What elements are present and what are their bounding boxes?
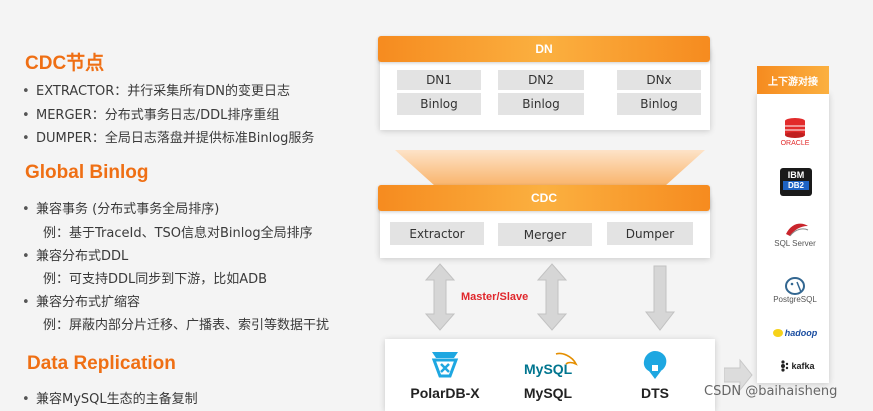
dts-icon	[643, 351, 667, 379]
mysql-logo-icon: MySQL	[524, 352, 578, 377]
double-arrow-icon	[536, 263, 568, 331]
replication-item: •兼容MySQL生态的主备复制	[22, 392, 198, 407]
global-item: •兼容分布式DDL	[22, 249, 129, 264]
double-arrow-icon	[424, 263, 456, 331]
dn-node-binlog: Binlog	[498, 93, 584, 115]
ibm-text: IBM	[787, 170, 805, 180]
cdc-heading: CDC节点	[25, 53, 105, 74]
down-arrow-icon	[644, 265, 676, 331]
dn-node-name: DN1	[397, 70, 481, 90]
cdc-item: •EXTRACTOR：并行采集所有DN的变更日志	[22, 84, 291, 99]
sql-server-icon	[786, 223, 809, 237]
kafka-symbol-icon	[781, 360, 789, 372]
polardb-x-label: PolarDB-X	[410, 385, 480, 401]
mysql-label: MySQL	[523, 385, 573, 401]
flow-funnel	[395, 150, 705, 186]
merger-box: Merger	[498, 223, 592, 246]
cdc-item: •MERGER：分布式事务日志/DDL排序重组	[22, 108, 280, 123]
data-replication-heading: Data Replication	[27, 353, 176, 374]
hadoop-label: hadoop	[784, 328, 818, 338]
dn-node-name: DNx	[617, 70, 701, 90]
flow-arrows	[424, 263, 676, 331]
sql-server-label: SQL Server	[774, 239, 816, 248]
dn-title-bar: DN	[378, 36, 710, 62]
csdn-watermark: CSDN @baihaisheng	[704, 384, 838, 399]
dts-label: DTS	[641, 385, 669, 401]
postgresql-icon	[785, 277, 805, 295]
db2-text: DB2	[783, 181, 809, 190]
global-binlog-heading: Global Binlog	[25, 162, 149, 183]
mysql-logo-text: MySQL	[524, 361, 573, 377]
kafka-label: kafka	[791, 361, 815, 371]
dumper-box: Dumper	[607, 222, 693, 245]
downstream-panel	[757, 93, 829, 383]
dn-node-binlog: Binlog	[397, 93, 481, 115]
oracle-icon	[785, 118, 805, 138]
global-item-example: 例：基于TraceId、TSO信息对Binlog全局排序	[43, 226, 313, 241]
global-item: •兼容事务 (分布式事务全局排序)	[22, 202, 220, 217]
feature-list: CDC节点 •EXTRACTOR：并行采集所有DN的变更日志 •MERGER：分…	[0, 0, 360, 411]
master-slave-label: Master/Slave	[461, 291, 529, 303]
downstream-title: 上下游对接	[757, 66, 829, 94]
global-item-example: 例：屏蔽内部分片迁移、广播表、索引等数据干扰	[43, 318, 330, 333]
right-arrow-icon	[724, 358, 753, 392]
global-item: •兼容分布式扩缩容	[22, 295, 141, 310]
elephant-icon	[772, 329, 783, 337]
kafka-icon: kafka	[772, 359, 822, 373]
oracle-label: ORACLE	[780, 140, 810, 147]
polardb-x-icon	[431, 352, 459, 378]
hadoop-icon: hadoop	[768, 326, 822, 340]
ibm-db2-icon: IBM DB2	[780, 168, 812, 196]
cdc-item: •DUMPER：全局日志落盘并提供标准Binlog服务	[22, 131, 315, 146]
global-item-example: 例：可支持DDL同步到下游，比如ADB	[43, 272, 268, 287]
postgresql-label: PostgreSQL	[773, 295, 817, 304]
cdc-title-bar: CDC	[378, 185, 710, 211]
extractor-box: Extractor	[390, 222, 484, 245]
dn-node-binlog: Binlog	[617, 93, 701, 115]
dn-node-name: DN2	[498, 70, 584, 90]
